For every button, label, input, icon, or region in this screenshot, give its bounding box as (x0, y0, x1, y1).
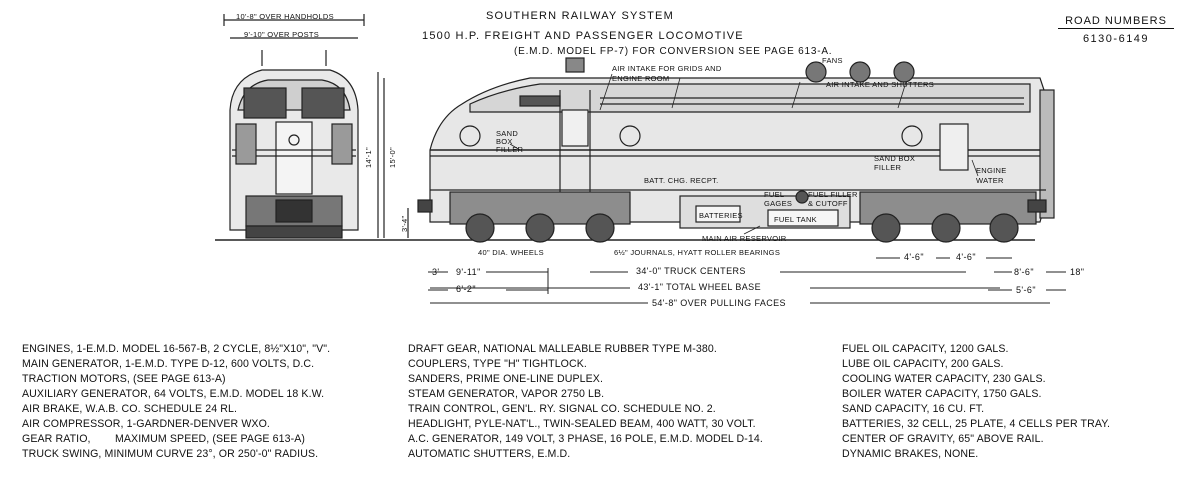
spec-column-1: ENGINES, 1-E.M.D. MODEL 16-567-B, 2 CYCL… (22, 342, 330, 462)
callout-journals: 6½" JOURNALS, HYATT ROLLER BEARINGS (614, 248, 781, 257)
dim-over-pulling-faces: 54'-8" OVER PULLING FACES (652, 298, 786, 308)
spec-line: A.C. GENERATOR, 149 VOLT, 3 PHASE, 16 PO… (408, 433, 763, 445)
spec-line: HEADLIGHT, PYLE-NAT'L., TWIN-SEALED BEAM… (408, 418, 756, 430)
callout-batt-chg-recpt: BATT. CHG. RECPT. (644, 176, 719, 185)
spec-line: STEAM GENERATOR, VAPOR 2750 LB. (408, 388, 605, 400)
spec-line: TRACTION MOTORS, (SEE PAGE 613-A) (22, 373, 226, 385)
railway-system-title: SOUTHERN RAILWAY SYSTEM (486, 10, 674, 22)
spec-line: BOILER WATER CAPACITY, 1750 GALS. (842, 388, 1042, 400)
spec-line: COOLING WATER CAPACITY, 230 GALS. (842, 373, 1046, 385)
spec-line: AUXILIARY GENERATOR, 64 VOLTS, E.M.D. MO… (22, 388, 325, 400)
spec-line: FUEL OIL CAPACITY, 1200 GALS. (842, 343, 1009, 355)
spec-line: GEAR RATIO, MAXIMUM SPEED, (SEE PAGE 613… (22, 433, 306, 445)
callout-air-intake-shutters: AIR INTAKE AND SHUTTERS (826, 80, 935, 89)
dim-4-6-a: 4'-6" (904, 252, 924, 262)
dim-truck-centers: 34'-0" TRUCK CENTERS (636, 266, 746, 276)
callout-batteries: BATTERIES (699, 211, 743, 220)
spec-column-2: DRAFT GEAR, NATIONAL MALLEABLE RUBBER TY… (408, 342, 763, 462)
spec-line: CENTER OF GRAVITY, 65" ABOVE RAIL. (842, 433, 1044, 445)
spec-line: TRUCK SWING, MINIMUM CURVE 23°, OR 250'-… (22, 448, 319, 460)
callout-sand-box-filler-front: SAND BOX FILLER (496, 129, 524, 154)
dim-5-6: 5'-6" (1016, 285, 1036, 295)
spec-line: BATTERIES, 32 CELL, 25 PLATE, 4 CELLS PE… (842, 418, 1111, 430)
road-numbers-box: ROAD NUMBERS 6130-6149 (1058, 15, 1174, 45)
dim-18: 18" (1070, 267, 1085, 277)
dim-3: 3' (432, 267, 440, 277)
side-view-drawing (417, 57, 1055, 243)
dim-8-6: 8'-6" (1014, 267, 1034, 277)
callout-engine-water: ENGINE WATER (976, 166, 1007, 185)
spec-line: MAIN GENERATOR, 1-E.M.D. TYPE D-12, 600 … (22, 358, 315, 370)
spec-line: ENGINES, 1-E.M.D. MODEL 16-567-B, 2 CYCL… (22, 343, 331, 355)
dim-height-b: 15'-0" (388, 147, 397, 168)
dim-over-posts: 9'-10" OVER POSTS (244, 30, 320, 39)
spec-line: AIR COMPRESSOR, 1-GARDNER-DENVER WXO. (22, 418, 270, 430)
spec-line: COUPLERS, TYPE "H" TIGHTLOCK. (408, 358, 587, 370)
spec-column-3: FUEL OIL CAPACITY, 1200 GALS. LUBE OIL C… (842, 342, 1110, 462)
callout-wheels: 40" DIA. WHEELS (478, 248, 544, 257)
spec-line: LUBE OIL CAPACITY, 200 GALS. (842, 358, 1004, 370)
spec-line: DRAFT GEAR, NATIONAL MALLEABLE RUBBER TY… (408, 343, 717, 355)
dim-height-a: 14'-1" (364, 147, 373, 168)
callout-fuel-filler-cutoff: FUEL FILLER & CUTOFF (808, 190, 858, 208)
front-view-drawing (229, 50, 359, 239)
dim-9-11: 9'-11" (456, 267, 481, 277)
callout-main-air-reservoir: MAIN AIR RESERVOIR (702, 234, 787, 243)
callout-fuel-gages: FUEL GAGES (764, 190, 793, 208)
locomotive-model: (E.M.D. MODEL FP-7) FOR CONVERSION SEE P… (514, 46, 833, 57)
callout-fuel-tank: FUEL TANK (774, 215, 817, 224)
spec-line: SAND CAPACITY, 16 CU. FT. (842, 403, 985, 415)
spec-line: DYNAMIC BRAKES, NONE. (842, 448, 979, 460)
dim-over-handholds: 10'-8" OVER HANDHOLDS (236, 12, 334, 21)
dim-height-c: 3'-4" (400, 215, 409, 232)
dim-4-6-b: 4'-6" (956, 252, 976, 262)
spec-line: AUTOMATIC SHUTTERS, E.M.D. (408, 448, 571, 460)
road-numbers-label: ROAD NUMBERS (1058, 15, 1174, 29)
road-numbers-value: 6130-6149 (1082, 33, 1150, 45)
callout-sand-box-filler-rear: SAND BOX FILLER (874, 154, 916, 172)
dim-6-2: 6'-2" (456, 284, 476, 294)
callout-fans: FANS (822, 56, 843, 65)
callout-air-intake-grids: AIR INTAKE FOR GRIDS AND ENGINE ROOM (612, 64, 722, 83)
dim-total-wheel-base: 43'-1" TOTAL WHEEL BASE (638, 282, 761, 292)
spec-line: AIR BRAKE, W.A.B. CO. SCHEDULE 24 RL. (22, 403, 238, 415)
spec-line: TRAIN CONTROL, GEN'L. RY. SIGNAL CO. SCH… (408, 403, 716, 415)
spec-line: SANDERS, PRIME ONE-LINE DUPLEX. (408, 373, 604, 385)
locomotive-title: 1500 H.P. FREIGHT AND PASSENGER LOCOMOTI… (422, 30, 744, 42)
